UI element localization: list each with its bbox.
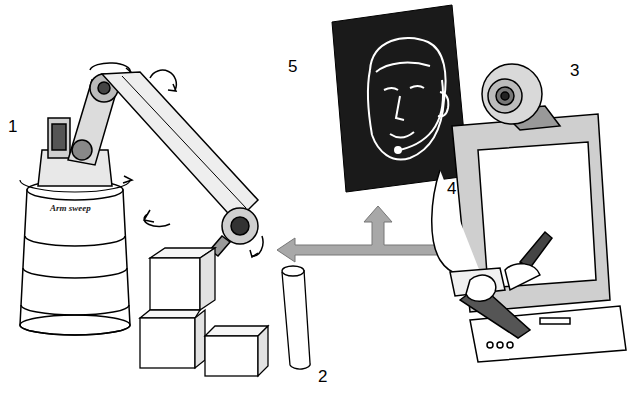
callout-number: 4 (447, 180, 456, 197)
boxes (140, 248, 268, 376)
operator-face-panel (332, 5, 468, 192)
callout-number: 2 (318, 368, 327, 385)
part-label: Arm sweep (50, 204, 91, 213)
robot-arm (20, 63, 263, 335)
cylinder-object (282, 266, 310, 369)
callout-number: 1 (8, 118, 17, 135)
operator-computer (432, 64, 626, 362)
callout-number: 5 (288, 58, 297, 75)
callout-number: 3 (570, 62, 579, 79)
